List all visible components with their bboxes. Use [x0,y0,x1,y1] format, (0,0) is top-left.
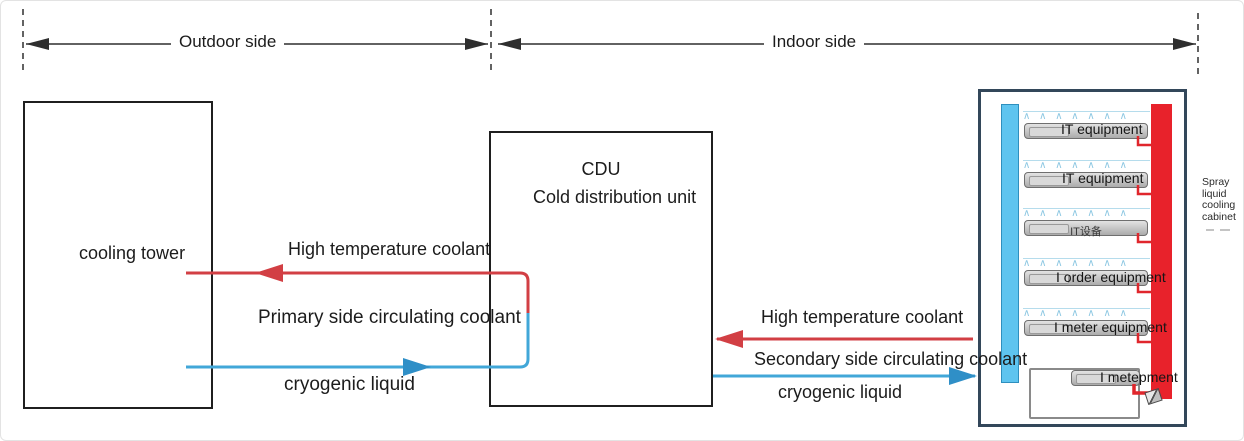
cooling-tower-box [23,101,213,409]
spray-nozzles-icon [1023,258,1150,271]
it-equipment-server [1024,220,1148,236]
arrowhead-right-icon [1173,38,1196,50]
secondary-hot-label: High temperature coolant [761,307,964,327]
outdoor-side-label: Outdoor side [171,32,285,52]
equip-row-label: I metepment [1100,369,1178,385]
spray-nozzles-icon [1023,111,1150,124]
equip-row-label: IT设备 [1070,226,1102,238]
faint-dash [1220,229,1230,231]
it-equipment-server [1071,370,1140,386]
cold-liquid-manifold-bar [1001,104,1019,383]
hot-flow-arrowhead-icon [255,264,283,282]
primary-cold-label: cryogenic liquid [284,374,415,395]
secondary-loop-name-label: Secondary side circulating coolant [754,349,1028,369]
faint-dash [1206,229,1214,231]
it-equipment-server [1024,172,1148,188]
it-equipment-server [1024,123,1148,139]
equip-row-label: IT equipment [1061,121,1143,137]
cabinet-side-note: Spray liquid cooling cabinet [1202,176,1236,223]
it-equipment-server [1024,270,1148,286]
arrowhead-left-icon [26,38,49,50]
primary-loop-name-label: Primary side circulating coolant [258,307,521,328]
arrowhead-left-icon [498,38,521,50]
hot-flow-arrowhead-icon [715,330,743,348]
secondary-cold-label: cryogenic liquid [778,382,903,402]
equip-row-label: I meter equipment [1054,319,1167,335]
arrowhead-right-icon [465,38,488,50]
indoor-side-label: Indoor side [764,32,865,52]
cdu-subtitle: Cold distribution unit [533,187,697,207]
spray-nozzles-icon [1023,308,1150,321]
spray-nozzles-icon [1023,208,1150,221]
hot-liquid-manifold-bar [1151,104,1172,399]
cdu-title: CDU [581,159,621,179]
primary-hot-label: High temperature coolant [288,239,491,259]
it-equipment-server [1024,320,1148,336]
cooling-tower-label: cooling tower [79,243,186,263]
spray-nozzles-icon [1023,160,1150,173]
equip-row-label: I order equipment [1056,269,1166,285]
equip-row-label: IT equipment [1062,170,1144,186]
